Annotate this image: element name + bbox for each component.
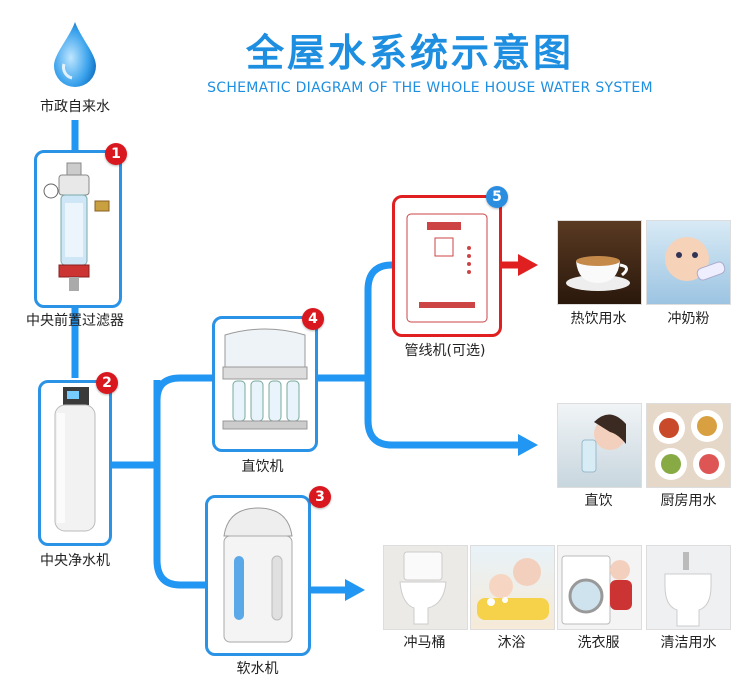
water-drop-icon — [54, 22, 96, 87]
use-label-bath: 沐浴 — [497, 635, 526, 651]
pipeline-machine-card[interactable] — [392, 195, 502, 337]
purifier-label: 中央净水机 — [40, 553, 110, 569]
badge-2: 2 — [96, 372, 118, 394]
softener-label: 软水机 — [236, 661, 279, 677]
use-label-toilet: 冲马桶 — [403, 635, 446, 651]
badge-4: 4 — [302, 308, 324, 330]
pipeline-machine-label: 管线机(可选) — [404, 343, 486, 359]
sink-icon — [664, 552, 712, 627]
pipe-to-pipeline — [364, 261, 396, 378]
photo-baby-formula — [646, 220, 731, 305]
direct-drinker-icon — [222, 328, 308, 430]
arrow-pipeline-uses — [518, 254, 538, 276]
source-label: 市政自来水 — [40, 99, 110, 115]
use-label-cleaning: 清洁用水 — [660, 635, 717, 651]
pipeline-machine-icon — [406, 213, 488, 323]
purifier-card[interactable] — [38, 380, 112, 546]
toilet-icon — [399, 551, 447, 625]
photo-kitchen — [646, 403, 731, 488]
page-title: 全屋水系统示意图 — [245, 31, 574, 75]
pipe-to-direct-drinker — [153, 374, 212, 401]
use-label-direct-drink: 直饮 — [584, 493, 613, 509]
pipe-to-direct-uses — [364, 378, 520, 449]
direct-drinker-card[interactable] — [212, 316, 318, 452]
arrow-direct-uses — [518, 434, 538, 456]
photo-cleaning — [646, 545, 731, 630]
use-label-baby-formula: 冲奶粉 — [667, 311, 710, 327]
badge-3: 3 — [309, 486, 331, 508]
baby-icon — [665, 237, 726, 281]
arrow-soft-uses — [345, 579, 365, 601]
pipe-trunk — [153, 380, 205, 589]
purifier-icon — [54, 387, 96, 532]
page-subtitle: SCHEMATIC DIAGRAM OF THE WHOLE HOUSE WAT… — [207, 80, 653, 96]
softener-card[interactable] — [205, 495, 311, 656]
prefilter-icon — [43, 162, 110, 291]
badge-5: 5 — [486, 186, 508, 208]
prefilter-card[interactable] — [34, 150, 122, 308]
photo-toilet — [383, 545, 468, 630]
direct-drinker-label: 直饮机 — [241, 459, 284, 475]
use-label-laundry: 洗衣服 — [577, 635, 620, 651]
softener-icon — [223, 507, 293, 643]
prefilter-label: 中央前置过滤器 — [26, 313, 124, 329]
teacup-icon — [566, 256, 630, 291]
drinking-woman-icon — [581, 414, 626, 473]
use-label-kitchen: 厨房用水 — [660, 493, 717, 509]
bath-icon — [477, 558, 549, 620]
washing-machine-icon — [561, 555, 632, 625]
photo-hot-drink — [557, 220, 642, 305]
photo-laundry — [557, 545, 642, 630]
badge-1: 1 — [105, 143, 127, 165]
use-label-hot-drink: 热饮用水 — [570, 311, 627, 327]
photo-bath — [470, 545, 555, 630]
dishes-icon — [653, 410, 725, 480]
photo-direct-drink — [557, 403, 642, 488]
